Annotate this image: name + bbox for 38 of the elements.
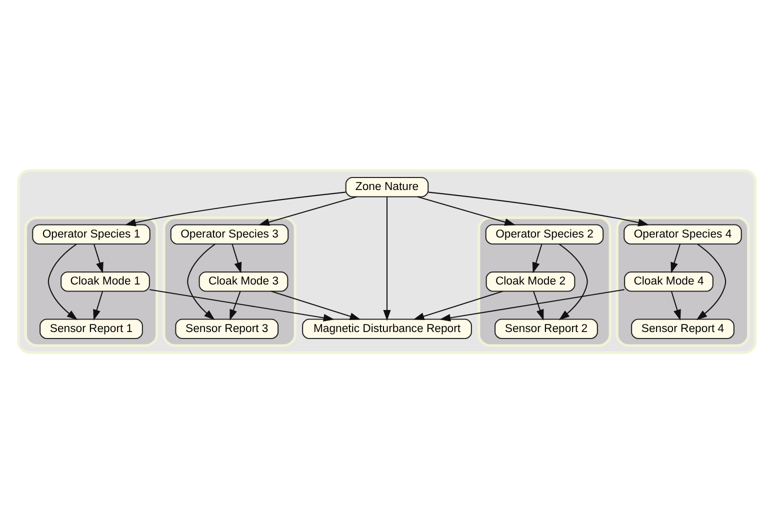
node-box: Cloak Mode 2: [486, 270, 576, 292]
arrow: [533, 290, 544, 320]
node-box: Magnetic Disturbance Report: [302, 318, 472, 339]
arrow: [271, 290, 361, 320]
cluster: [17, 168, 757, 354]
arrow: [150, 288, 334, 322]
cluster: [616, 216, 750, 346]
arrow: [232, 243, 242, 273]
arrow: [93, 290, 104, 320]
arrow: [696, 243, 726, 320]
node-box: Operator Species 2: [485, 224, 604, 244]
node-box: Sensor Report 3: [175, 318, 279, 339]
node-box: Zone Nature: [345, 176, 429, 197]
node-box: Sensor Report 2: [494, 318, 598, 339]
arrow: [413, 290, 503, 320]
node-box: Operator Species 3: [170, 224, 289, 244]
arrow: [428, 191, 649, 226]
arrow: [187, 243, 216, 320]
arrow: [670, 243, 681, 273]
arrow: [125, 191, 346, 226]
arrow: [383, 196, 391, 320]
node-box: Operator Species 1: [32, 224, 150, 244]
arrow: [532, 243, 542, 273]
arrow: [230, 290, 241, 320]
arrow: [670, 290, 681, 320]
node-box: Sensor Report 4: [631, 318, 734, 339]
cluster: [24, 216, 158, 346]
arrow: [440, 288, 624, 322]
arrow: [48, 243, 78, 320]
arrow: [258, 196, 357, 226]
node-box: Sensor Report 1: [40, 318, 143, 339]
arrow: [558, 243, 588, 320]
arrow: [417, 196, 516, 226]
arrow: [93, 243, 104, 273]
node-box: Cloak Mode 3: [198, 270, 288, 292]
node-box: Operator Species 4: [624, 224, 742, 244]
node-box: Cloak Mode 1: [60, 270, 150, 292]
node-box: Cloak Mode 4: [624, 270, 714, 292]
